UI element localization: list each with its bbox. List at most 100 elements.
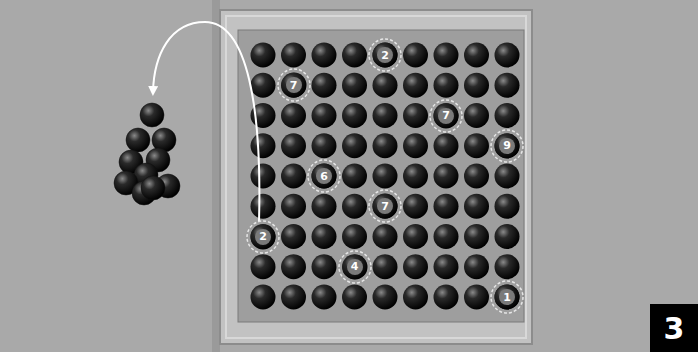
ball [373,254,398,279]
ball [464,103,489,128]
ball [126,128,150,152]
ball [495,103,520,128]
ball [342,133,367,158]
ball [281,164,306,189]
ball [312,103,337,128]
move-arrow [153,22,259,222]
ball [373,43,398,68]
ball [312,133,337,158]
callout-number: 7 [442,109,450,122]
numbered-ball: 7 [367,188,403,224]
numbered-ball: 1 [489,279,525,315]
ball [251,133,276,158]
ball [251,73,276,98]
ball [495,254,520,279]
ball [434,133,459,158]
ball [495,194,520,219]
ball [251,224,276,249]
callout-number: 1 [503,291,511,304]
ball [281,194,306,219]
ball [251,43,276,68]
numbered-ball: 6 [306,158,342,194]
numbered-ball: 9 [489,128,525,164]
ball [342,43,367,68]
ball [464,194,489,219]
ball [312,254,337,279]
numbered-ball: 4 [337,249,373,285]
ball [251,285,276,310]
ball [342,254,367,279]
callout-number: 7 [290,79,298,92]
ball [434,285,459,310]
ball [495,133,520,158]
ball [251,194,276,219]
ball [281,73,306,98]
ball [403,224,428,249]
board-surface [238,30,524,322]
ball [281,224,306,249]
ball [342,194,367,219]
ball [281,285,306,310]
numbered-ball: 7 [428,98,464,134]
ball [495,285,520,310]
ball [495,43,520,68]
callout-number: 2 [381,49,389,62]
ball [434,254,459,279]
ball [403,254,428,279]
ball-grid [251,43,520,310]
ball [342,164,367,189]
ball [434,164,459,189]
ball [373,224,398,249]
ball [312,164,337,189]
ball [342,73,367,98]
ball [373,164,398,189]
ball [403,73,428,98]
ball [403,164,428,189]
ball [495,164,520,189]
ball [434,43,459,68]
ball [495,73,520,98]
callout-number: 4 [351,260,359,273]
board-bevel [226,16,526,338]
ball [281,43,306,68]
ball [281,133,306,158]
callout-number: 2 [259,230,267,243]
ball [342,103,367,128]
ball [373,73,398,98]
panel-number: 3 [664,311,685,346]
ball [403,43,428,68]
ball [464,164,489,189]
ball [373,285,398,310]
ball [140,103,164,127]
ball [251,164,276,189]
ball [141,176,165,200]
ball [464,285,489,310]
ball [342,224,367,249]
ball [403,103,428,128]
panel-number-box: 3 [650,304,698,352]
ball [281,254,306,279]
ball [403,285,428,310]
ball [312,194,337,219]
numbered-ball: 2 [245,219,281,255]
ball [434,224,459,249]
ball [312,43,337,68]
ball [434,194,459,219]
ball [373,103,398,128]
callout-number: 6 [320,170,328,183]
ball [312,285,337,310]
ball [312,224,337,249]
ball-pile [114,103,180,205]
callout-number: 9 [503,139,511,152]
ball [495,224,520,249]
ball [373,133,398,158]
ball [434,73,459,98]
numbered-ball: 2 [367,37,403,73]
ball [373,194,398,219]
ball [464,224,489,249]
ball [464,133,489,158]
ball [464,73,489,98]
